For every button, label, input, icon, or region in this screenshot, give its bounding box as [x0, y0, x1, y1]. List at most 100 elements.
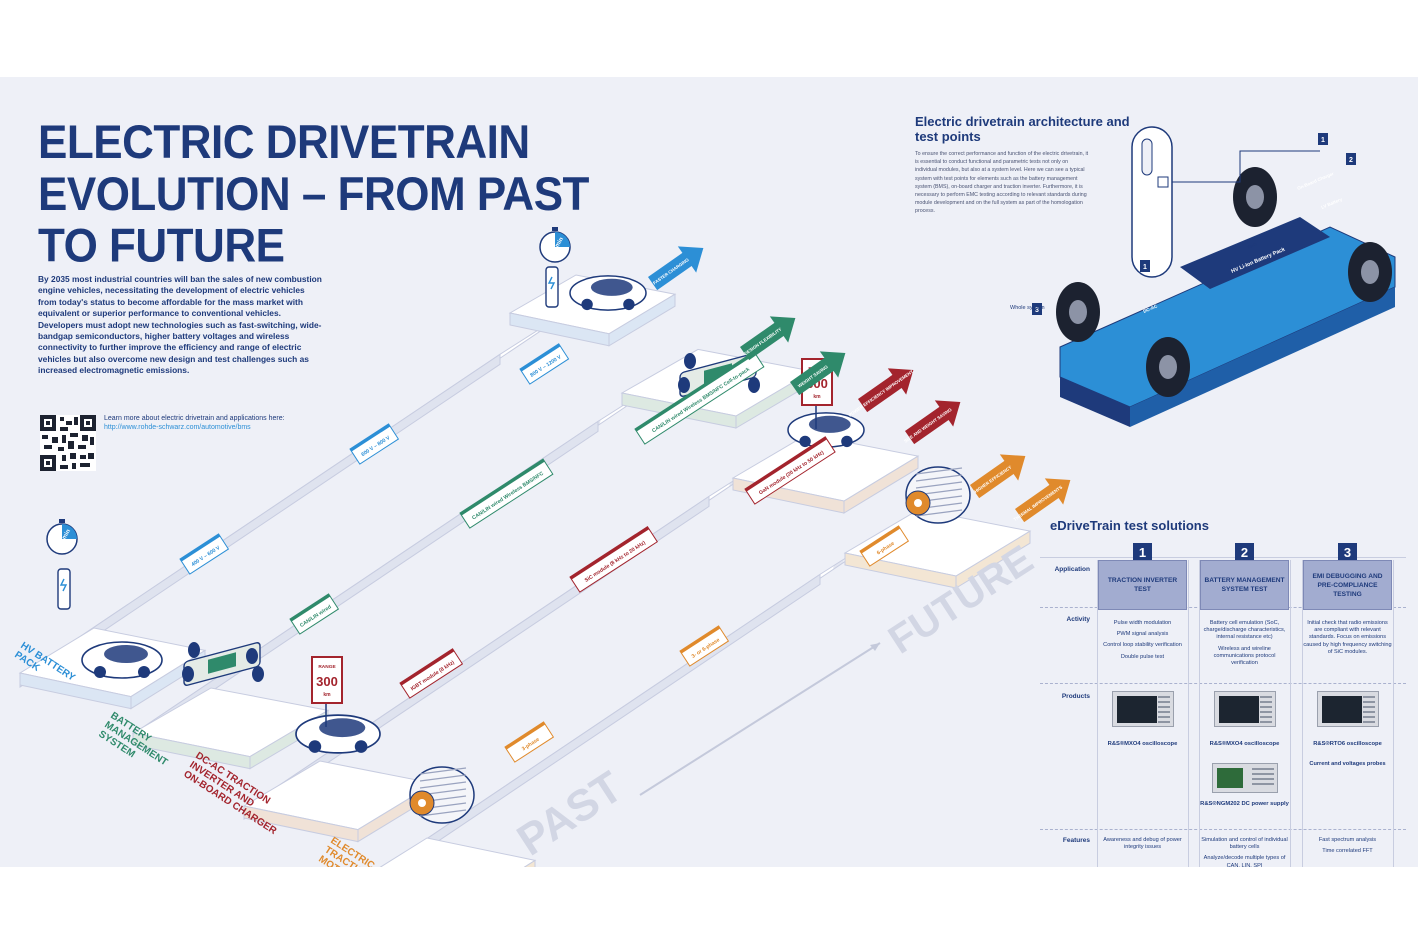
charging-pillar-slot [1141, 138, 1153, 176]
range-sign-value: 300 [316, 674, 338, 689]
charging-station-icon [545, 266, 559, 308]
architecture-title: Electric drivetrain architecture and tes… [915, 114, 1130, 144]
arrow-label: SIZE AND WEIGHT SAVING [903, 407, 953, 444]
column-head-traction-inverter: TRACTION INVERTER TEST [1098, 560, 1187, 610]
car-wheel [138, 666, 150, 678]
column-head-bms: BATTERY MANAGEMENT SYSTEM TEST [1200, 560, 1289, 610]
product-name: R&S®MXO4 oscilloscope [1209, 741, 1280, 747]
feature-item: Simulation and control of individual bat… [1201, 837, 1288, 851]
chassis-wheel [684, 353, 696, 369]
lane-sign-stripe [180, 533, 221, 562]
oscilloscope-image [1112, 691, 1174, 727]
lane-sign-board [569, 525, 658, 593]
test-point-number: 1 [1321, 137, 1325, 144]
chassis-wheel [182, 666, 194, 682]
improvement-arrow: FASTER CHARGING [648, 246, 704, 291]
platform-top [379, 837, 537, 867]
test-point-number: 1 [1143, 264, 1147, 271]
column-number-2: 2 [1235, 543, 1254, 562]
lane-sign: 3-phase [504, 721, 555, 763]
chassis-wheel [678, 377, 690, 393]
oscilloscope-image [1214, 691, 1276, 727]
arrow-shape [790, 351, 846, 396]
arrow-shape [648, 246, 704, 291]
timer-icon: 15 min [539, 227, 571, 263]
timer-button [59, 519, 65, 523]
power-supply-image [1212, 763, 1278, 793]
charging-cable [1172, 150, 1320, 183]
test-point-marker [1346, 153, 1356, 165]
range-sign-unit: km [813, 394, 821, 400]
car-window [104, 645, 148, 663]
arrow-label: POWER EFFICIENCY IMPROVEMENT [848, 369, 915, 418]
range-sign-board [311, 656, 343, 704]
car-wheel [581, 298, 593, 311]
chassis-wheel [748, 377, 760, 393]
arrow-shape [970, 454, 1026, 499]
column-line [1393, 560, 1394, 867]
intro-text: By 2035 most industrial countries will b… [38, 274, 322, 376]
feature-list-3: Fast spectrum analysis Time correlated F… [1303, 837, 1392, 859]
bolt-icon [59, 578, 68, 592]
lane-sign-stripe [505, 721, 546, 750]
activity-item: Double pulse test [1120, 653, 1165, 660]
wheel-hub [1246, 185, 1264, 209]
lane-sign-board [519, 343, 570, 385]
lane-sign-stripe [290, 593, 331, 622]
feature-item: Awareness and debug of power integrity i… [1103, 837, 1182, 851]
bolt-icon [547, 276, 556, 290]
charging-socket-icon [1157, 176, 1169, 188]
lane-sign: SiC module (8 kHz to 20 kHz) [569, 525, 658, 593]
column-line [1097, 560, 1098, 867]
lane-sign-stripe [400, 648, 455, 686]
timer-fill [62, 524, 77, 539]
feature-item: Fast spectrum analysis [1318, 837, 1377, 843]
chassis-icon [182, 642, 264, 686]
battery-pack [1180, 217, 1330, 289]
lane-sign: CAN/LIN wired Wireless BMS/NFC [459, 458, 554, 529]
car-wheel [623, 298, 635, 311]
lane-sign-stripe [520, 343, 561, 372]
road-edge [383, 573, 821, 867]
arrow-shape [905, 400, 961, 445]
test-point-marker [1032, 303, 1042, 315]
motor-fin [915, 509, 963, 517]
feature-list-2: Simulation and control of individual bat… [1200, 837, 1289, 867]
activity-list-2: Battery cell emulation (SoC, charge/disc… [1200, 620, 1289, 671]
lane-sign-board [634, 351, 765, 445]
learn-more-text: Learn more about electric drivetrain and… [104, 415, 285, 422]
car-icon [295, 714, 381, 754]
chassis-wheel [188, 642, 200, 658]
improvement-arrow: SIZE AND WEIGHT SAVING [903, 400, 961, 445]
column-head-emi: EMI DEBUGGING AND PRE-COMPLIANCE TESTING [1303, 560, 1392, 610]
lane-sign-stripe [460, 459, 545, 516]
car-window [319, 718, 366, 738]
vehicle-floor-side [1130, 287, 1395, 427]
lane-sign: 400 V – 600 V [179, 533, 230, 575]
platform-side [843, 455, 919, 514]
charging-station-icon [57, 568, 71, 610]
test-point-number: 2 [1349, 157, 1353, 164]
lane-sign-stripe [745, 436, 827, 492]
product-name: R&S®RTO6 oscilloscope [1313, 741, 1382, 747]
timeline-arrowhead [870, 643, 880, 651]
wheel-hub [1159, 355, 1177, 379]
vehicle-floor-side [1060, 377, 1130, 427]
car-window [590, 278, 633, 296]
row-label-application: Application [1054, 566, 1090, 573]
qr-code-icon[interactable] [40, 415, 96, 471]
lane-sign-stripe [570, 526, 650, 580]
lane-sign-stripe [860, 525, 901, 554]
platform-side [608, 293, 676, 347]
learn-more-link[interactable]: http://www.rohde-schwarz.com/automotive/… [104, 424, 251, 431]
motor-fin [915, 474, 963, 482]
improvement-arrow: HIGHER EFFICIENCY [970, 454, 1026, 499]
car-wheel [94, 666, 106, 678]
chassis-wheel [252, 666, 264, 682]
lane-sign: 600 V – 800 V [349, 423, 400, 465]
timer-icon: 30 min [46, 519, 78, 555]
activity-item: PWM signal analysis [1116, 631, 1169, 638]
car-wheel [841, 435, 853, 448]
